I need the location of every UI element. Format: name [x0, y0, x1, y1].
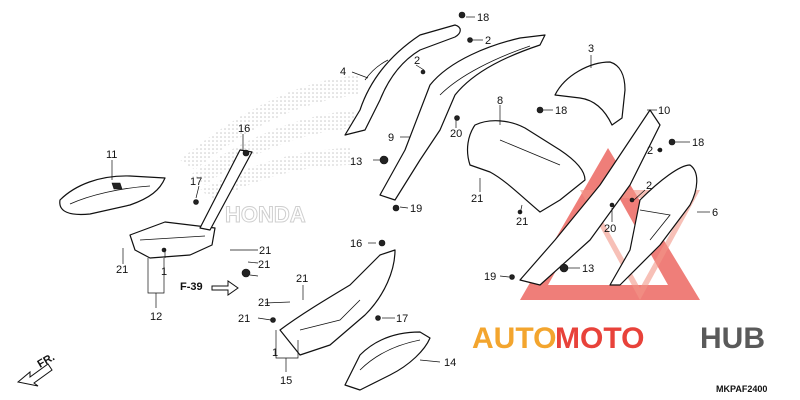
label-11: 11 — [106, 149, 117, 161]
label-2-right-lower: 2 — [646, 180, 652, 192]
part-11-panel — [59, 175, 166, 216]
label-13-right: 13 — [582, 263, 594, 275]
part-15-cowl — [279, 249, 396, 356]
label-9: 9 — [388, 132, 394, 144]
watermark-text: AUTO MOTO HUB — [472, 322, 765, 355]
label-2-right: 2 — [647, 145, 653, 157]
honda-wordmark: HONDA — [225, 202, 306, 227]
part-labels: 18 2 4 2 3 18 8 10 18 2 2 6 20 9 13 16 1… — [106, 12, 718, 387]
label-21-a: 21 — [259, 245, 271, 257]
leader-lines — [111, 16, 710, 372]
part-4-cover — [344, 24, 461, 136]
fasteners — [161, 11, 676, 323]
label-16-upper: 16 — [238, 123, 250, 135]
watermark-hub: HUB — [700, 322, 765, 355]
label-14: 14 — [444, 357, 456, 369]
diagram-code: MKPAF2400 — [716, 384, 767, 394]
label-17-right: 17 — [396, 313, 408, 325]
watermark-moto: MOTO — [555, 322, 644, 355]
reference-arrow: F-39 — [180, 280, 239, 296]
label-19-upper: 19 — [410, 203, 422, 215]
honda-wing-logo: HONDA — [180, 75, 360, 228]
label-21-center-lower: 21 — [516, 216, 528, 228]
label-2-mid: 2 — [414, 55, 420, 67]
label-1-left: 1 — [161, 266, 167, 278]
label-8: 8 — [497, 95, 503, 107]
front-label: FR. — [36, 351, 57, 370]
label-12: 12 — [150, 311, 162, 323]
label-21-left: 21 — [116, 264, 128, 276]
front-arrow: FR. — [16, 351, 57, 387]
label-13-left: 13 — [350, 156, 362, 168]
label-18-right: 18 — [692, 137, 704, 149]
reference-label: F-39 — [180, 281, 203, 293]
label-20-upper: 20 — [450, 128, 462, 140]
label-15: 15 — [280, 375, 292, 387]
label-20-lower: 20 — [604, 223, 616, 235]
label-19-lower: 19 — [484, 271, 496, 283]
label-10: 10 — [658, 105, 670, 117]
label-16-lower: 16 — [350, 238, 362, 250]
label-2-top: 2 — [485, 35, 491, 47]
part-6-side-cover — [609, 164, 698, 286]
label-21-c: 21 — [258, 297, 270, 309]
label-6: 6 — [712, 207, 718, 219]
label-21-b: 21 — [258, 259, 270, 271]
label-4: 4 — [340, 66, 346, 78]
label-1-right: 1 — [272, 347, 278, 359]
label-17-left: 17 — [190, 176, 202, 188]
part-10-side — [519, 109, 661, 286]
part-8-center — [466, 120, 586, 213]
part-12-bracket — [129, 221, 216, 259]
label-3: 3 — [588, 43, 594, 55]
part-9-stay — [379, 34, 546, 201]
label-18-mid: 18 — [555, 105, 567, 117]
part-3-tail-cover — [554, 61, 626, 126]
part-14-lower — [344, 331, 431, 391]
label-18-top: 18 — [477, 12, 489, 24]
label-21-mid: 21 — [296, 273, 308, 285]
watermark-auto: AUTO — [472, 322, 556, 355]
label-21-center: 21 — [471, 193, 483, 205]
label-21-d: 21 — [238, 313, 250, 325]
